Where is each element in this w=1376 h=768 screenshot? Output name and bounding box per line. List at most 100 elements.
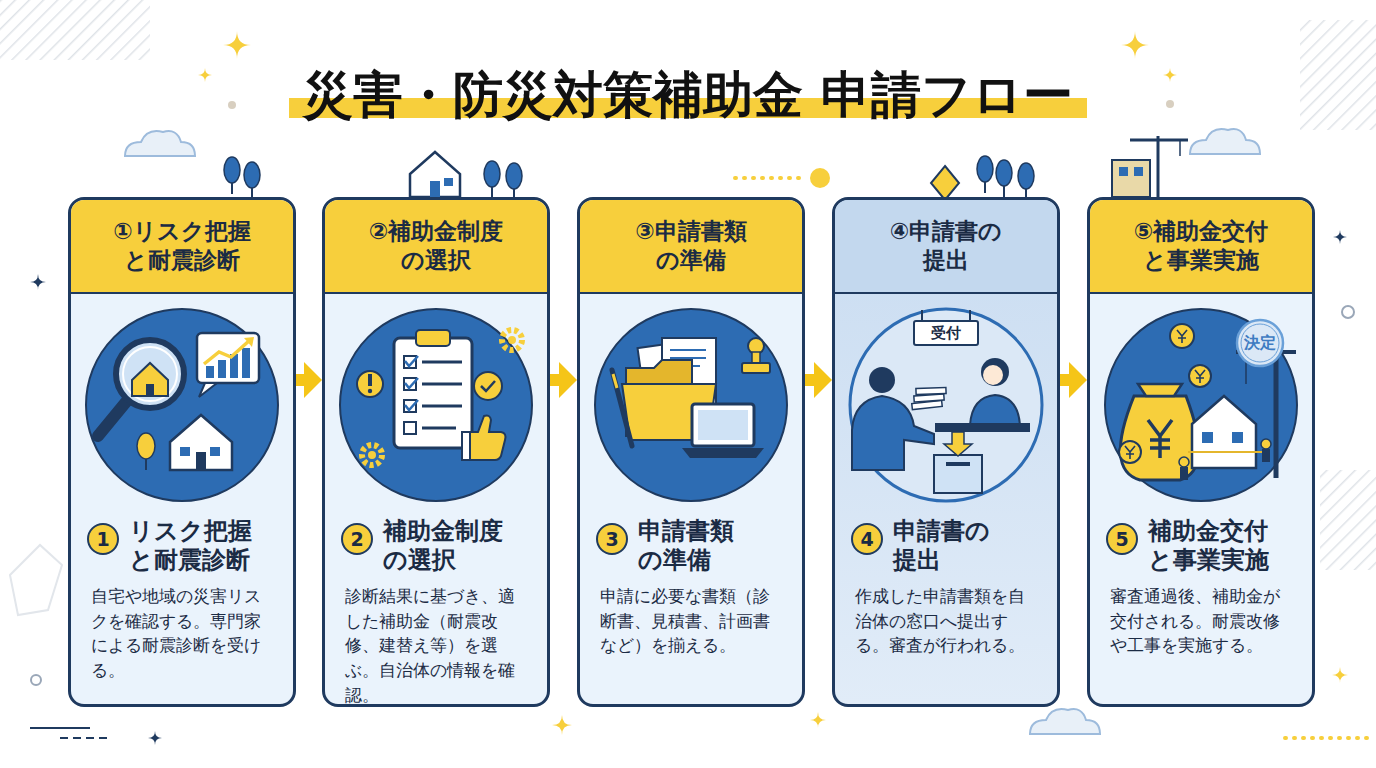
house-icon [410,152,460,197]
process-card: ③申請書類 の準備申請書類 の準備申請に必要な書類（診断書、見積書、計画書など）… [577,197,805,707]
grant-illustration [1105,309,1297,501]
grant-illustration [1148,420,1172,458]
submission-illustration [969,310,971,322]
risk-illustration [244,337,254,347]
submission-illustration [914,394,944,402]
dot-decoration [10,100,1370,738]
grant-illustration [1105,309,1297,501]
selection-illustration [502,330,522,350]
grant-illustration [1245,352,1247,384]
cloud [1030,709,1100,734]
tree [224,156,1034,200]
documents-illustration [670,357,706,359]
tree [506,163,522,200]
house-icon [430,181,440,197]
documents-illustration [613,374,617,388]
dot-decoration [30,727,90,729]
selection-illustration [404,378,416,390]
construction-icon [1130,139,1188,142]
submission-illustration [935,423,1030,432]
grant-illustration [1179,457,1189,467]
grant-illustration [1237,320,1283,366]
grant-illustration [1261,439,1271,449]
tree [224,157,240,194]
step-number: 1 [87,523,119,555]
risk-illustration [180,447,190,456]
dot-decoration [60,737,110,739]
selection-illustration [340,309,532,501]
tree [996,160,1012,197]
submission-illustration [970,395,1020,425]
grant-illustration [1232,432,1243,443]
step-number: 4 [851,523,883,555]
selection-illustration [462,432,470,460]
dot-decoration [810,168,830,188]
title-area: 災害・防災対策補助金 申請フロー [0,64,1376,126]
construction-icon [1112,136,1188,197]
step-heading: 補助金交付 と事業実施 [1148,517,1284,575]
submission-illustration [850,309,1042,501]
documents-illustration [595,309,787,501]
selection-illustration [368,451,376,459]
step-heading: リスク把握 と耐震診断 [129,517,265,575]
submission-illustration [983,365,1003,385]
selection-illustration [481,381,495,391]
step-description: 作成した申請書類を自治体の窓口へ提出する。審査が行われる。 [855,584,1041,658]
sparkle [223,31,251,59]
risk-illustration [199,383,217,397]
risk-illustration [196,452,206,470]
risk-illustration [145,450,147,470]
selection-illustration [404,356,416,368]
documents-illustration [752,352,760,364]
grant-illustration [1195,370,1205,383]
step-number: 2 [341,523,373,555]
step-description: 診断結果に基づき、適した補助金（耐震改修、建替え等）を選ぶ。自治体の情報を確認。 [345,584,531,707]
step-heading: 申請書の 提出 [893,517,1029,575]
tree [244,162,260,199]
selection-illustration [404,422,416,434]
selection-illustration [340,309,532,501]
submission-illustration [916,387,946,394]
tree [484,161,500,198]
step-description: 審査通過後、補助金が交付される。耐震改修や工事を実施する。 [1110,584,1296,658]
grant-illustration [1180,467,1188,480]
documents-illustration [670,365,700,367]
risk-illustration [230,354,238,378]
step-header: ②補助金制度 の選択 [325,200,547,292]
grant-illustration [1202,432,1213,443]
tree [1018,163,1034,200]
risk-illustration [137,433,155,459]
selection-illustration [422,361,462,364]
grant-illustration [1192,396,1256,468]
construction-icon [1134,167,1143,176]
step-heading: 補助金制度 の選択 [383,517,519,575]
documents-illustration [595,309,787,501]
step-header: ①リスク把握 と耐震診断 [71,200,293,292]
sparkle [30,274,46,290]
submission-illustration [934,455,982,493]
documents-illustration [682,448,764,458]
risk-illustration [86,309,278,501]
risk-illustration [170,415,232,470]
selection-illustration [405,356,418,410]
house-icon [444,178,453,186]
risk-illustration [242,348,250,378]
submission-illustration [944,432,972,456]
step-number: 5 [1106,523,1138,555]
risk-illustration [116,340,184,408]
risk-illustration [204,340,250,364]
sparkle [1333,230,1347,244]
risk-illustration [206,366,214,378]
documents-illustration [622,384,716,440]
submission-illustration [946,462,970,466]
risk-illustration [197,333,259,383]
dot-decoration [228,101,236,109]
construction-icon [1119,167,1128,176]
documents-illustration [662,338,716,406]
grant-illustration [1170,324,1194,348]
submission-illustration [852,396,934,470]
process-card: ④申請書の 提出申請書の 提出作成した申請書類を自治体の窓口へ提出する。審査が行… [832,197,1060,707]
sparkle [148,731,162,745]
grant-illustration [1120,396,1198,480]
